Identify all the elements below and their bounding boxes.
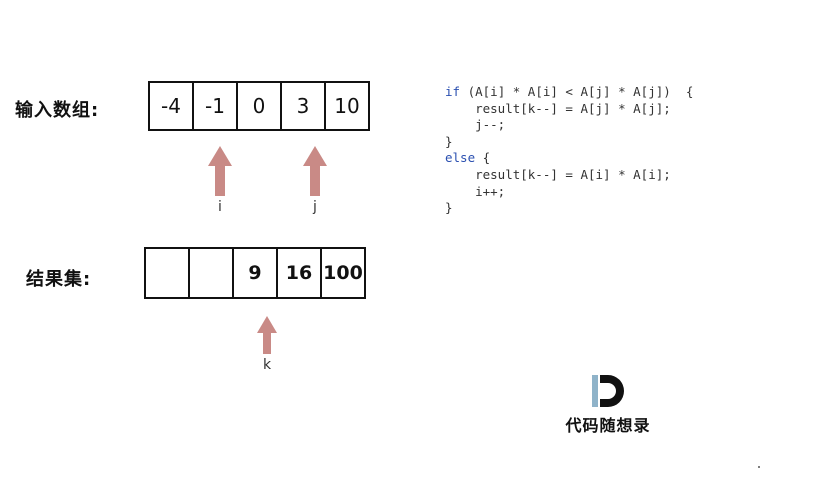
- logo-caption: 代码随想录: [565, 416, 651, 435]
- code-line: i++;: [445, 183, 506, 199]
- pointer-i: i: [208, 146, 232, 215]
- code-snippet: if (A[i] * A[i] < A[j] * A[j]) { result[…: [445, 84, 693, 217]
- code-line: }: [445, 200, 453, 216]
- result-cell: [188, 247, 234, 299]
- logo: 代码随想录: [552, 374, 664, 436]
- pointer-j-label: j: [313, 199, 317, 215]
- code-text: {: [475, 150, 491, 166]
- input-cell: 3: [280, 81, 326, 131]
- result-cell: 16: [276, 247, 322, 299]
- result-set-label: 结果集:: [26, 269, 92, 290]
- code-text: (A[i] * A[i] < A[j] * A[j]) {: [460, 84, 694, 99]
- up-arrow-icon: [303, 146, 327, 196]
- pointer-j: j: [303, 146, 327, 215]
- decorative-dot: [758, 466, 760, 468]
- code-line: result[k--] = A[i] * A[i];: [445, 166, 671, 182]
- code-line: }: [445, 133, 453, 149]
- input-cell: 10: [324, 81, 370, 131]
- up-arrow-icon: [257, 316, 277, 354]
- input-cell: 0: [236, 81, 282, 131]
- input-array: -4 -1 0 3 10: [148, 81, 370, 131]
- result-array: 9 16 100: [144, 247, 366, 299]
- code-line: j--;: [445, 117, 506, 133]
- input-cell: -4: [148, 81, 194, 131]
- pointer-k: k: [255, 316, 279, 373]
- code-line: result[k--] = A[j] * A[j];: [445, 100, 671, 116]
- code-keyword: if: [445, 84, 461, 99]
- code-keyword: else: [445, 150, 476, 166]
- result-cell: 100: [320, 247, 366, 299]
- pointer-i-label: i: [218, 199, 222, 215]
- result-cell: [144, 247, 190, 299]
- pointer-k-label: k: [262, 357, 272, 373]
- up-arrow-icon: [208, 146, 232, 196]
- input-cell: -1: [192, 81, 238, 131]
- input-array-label: 输入数组:: [15, 100, 100, 121]
- result-cell: 9: [232, 247, 278, 299]
- d-logo-icon: [592, 375, 624, 407]
